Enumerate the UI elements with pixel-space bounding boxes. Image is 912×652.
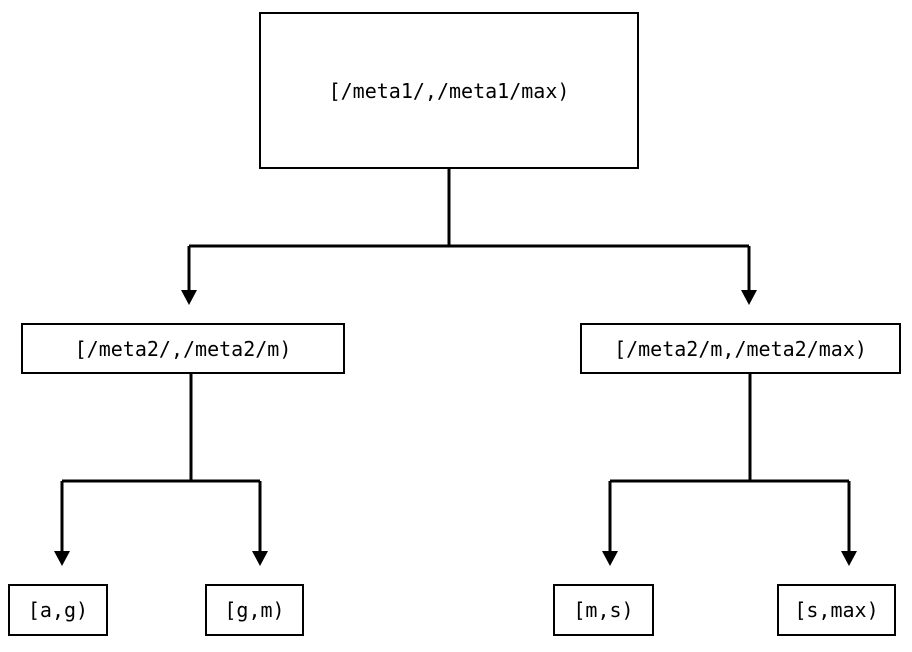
arrowhead-to-leaf-4: [841, 551, 857, 566]
arrowhead-to-mid-left: [181, 290, 197, 305]
node-leaf-s-max-label: [s,max): [794, 598, 879, 622]
node-leaf-g-m[interactable]: [g,m): [205, 584, 304, 636]
node-leaf-a-g[interactable]: [a,g): [8, 584, 108, 636]
node-mid-right[interactable]: [/meta2/m,/meta2/max): [580, 323, 901, 374]
node-mid-right-label: [/meta2/m,/meta2/max): [614, 336, 867, 361]
node-leaf-a-g-label: [a,g): [27, 598, 89, 622]
node-leaf-s-max[interactable]: [s,max): [777, 584, 896, 636]
arrowhead-to-leaf-3: [602, 551, 618, 566]
node-leaf-m-s-label: [m,s): [573, 598, 634, 622]
node-leaf-m-s[interactable]: [m,s): [553, 584, 654, 636]
node-mid-left-label: [/meta2/,/meta2/m): [74, 336, 292, 361]
node-leaf-g-m-label: [g,m): [224, 598, 285, 622]
node-root[interactable]: [/meta1/,/meta1/max): [259, 12, 639, 169]
node-mid-left[interactable]: [/meta2/,/meta2/m): [21, 323, 345, 374]
arrowhead-to-leaf-1: [54, 551, 70, 566]
node-root-label: [/meta1/,/meta1/max): [328, 78, 570, 103]
arrowhead-to-mid-right: [741, 290, 757, 305]
arrowhead-to-leaf-2: [252, 551, 268, 566]
